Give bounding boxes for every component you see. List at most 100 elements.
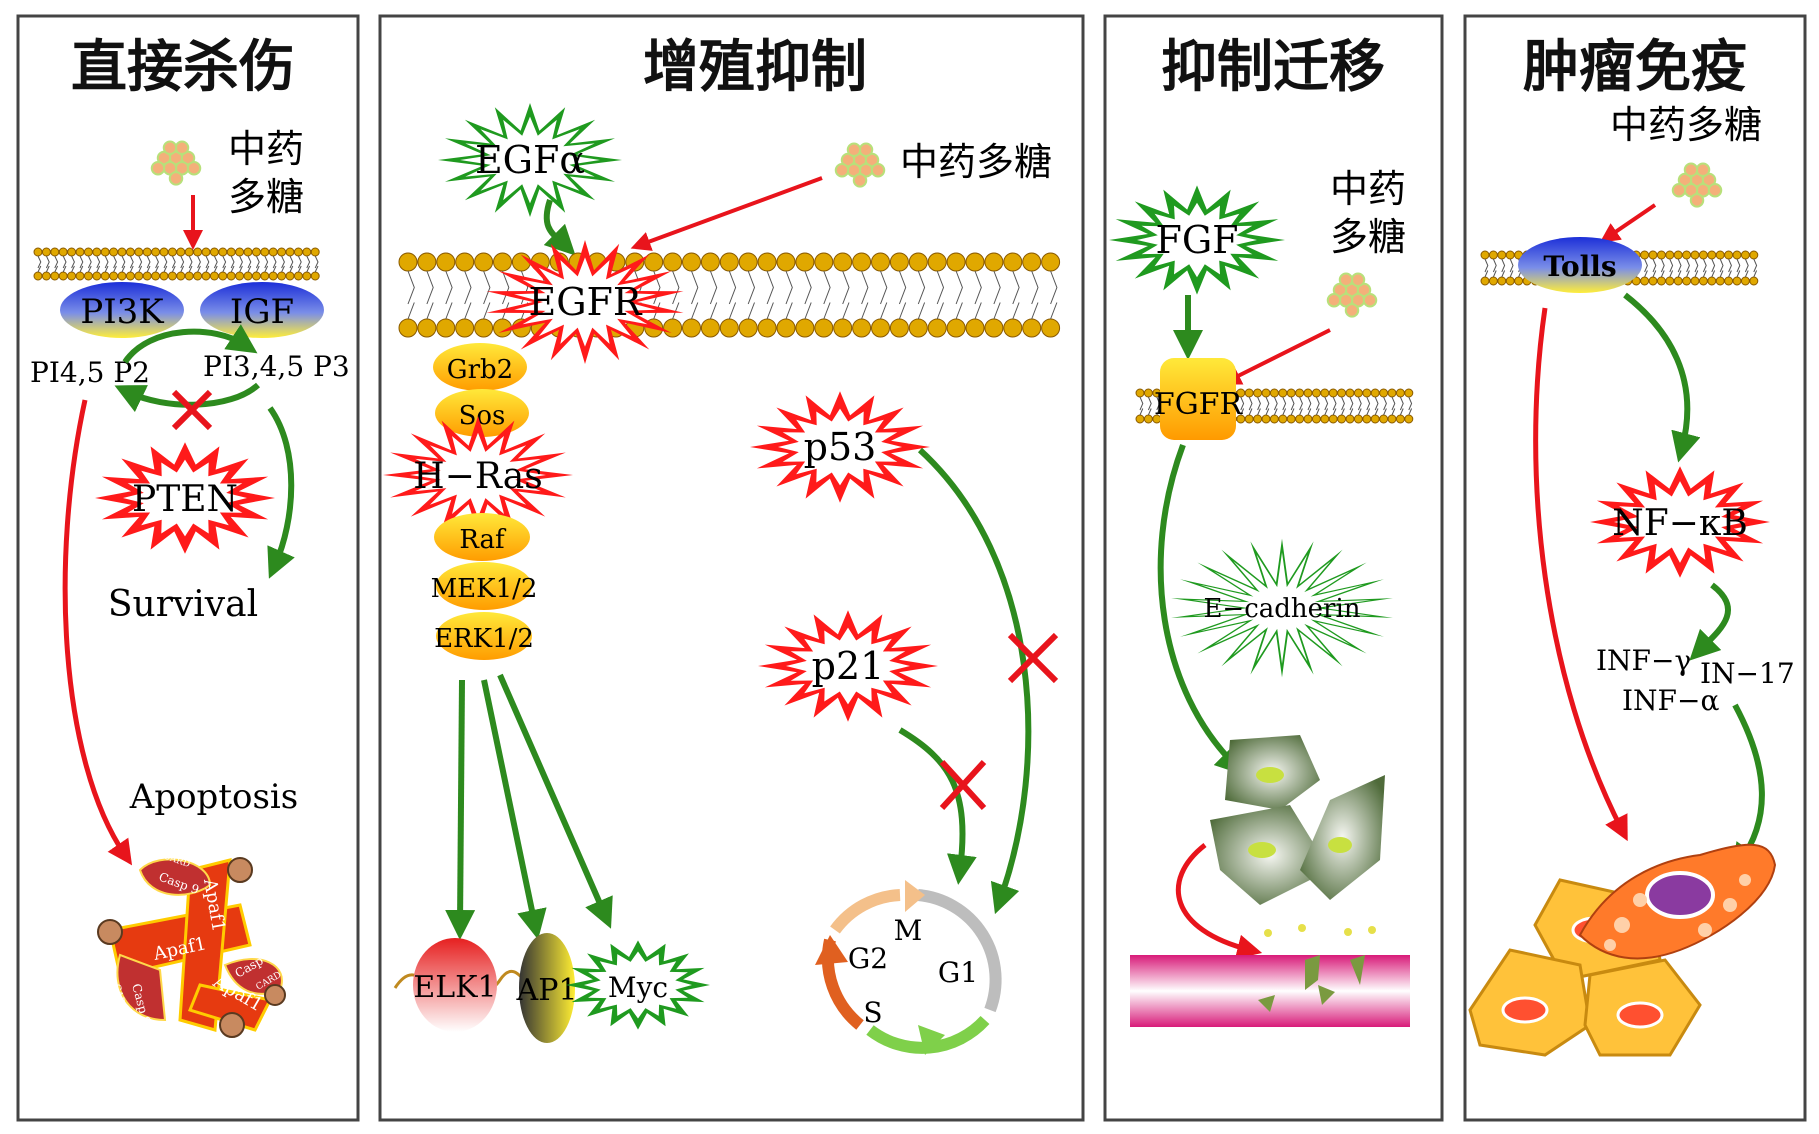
phase-g2-label: G2 xyxy=(848,942,888,975)
p2-tcm-arrow xyxy=(630,176,823,251)
erk-to-myc-arrow xyxy=(497,673,613,929)
pip2-label: PI4,5 P2 xyxy=(30,356,150,389)
cytokine-to-tumor-arrow xyxy=(1731,703,1765,875)
survival-label: Survival xyxy=(108,584,258,625)
egfr-label: EGFR xyxy=(528,280,642,324)
p2-egf-binding-arrow xyxy=(543,199,576,256)
migrating-cells-icon xyxy=(1210,735,1385,905)
infa-label: INF−α xyxy=(1622,684,1719,717)
sos-label: Sos xyxy=(459,401,506,431)
erk-oval xyxy=(436,612,532,660)
hras-label: H−Ras xyxy=(413,456,542,497)
sos-oval xyxy=(435,389,529,437)
erk-label: ERK1/2 xyxy=(434,624,534,654)
p53-inhibit-x xyxy=(1007,632,1059,684)
ap1-oval xyxy=(519,933,575,1043)
panel-2-frame xyxy=(378,14,1085,1122)
myc-star-core xyxy=(584,951,692,1019)
nfkb-star-core xyxy=(1614,481,1746,563)
p4-tcm-label: 中药多糖 xyxy=(1610,103,1762,147)
cell-cycle-icon xyxy=(815,880,1002,1055)
raf-label: Raf xyxy=(459,525,507,555)
nfkb-to-cytokine-arrow xyxy=(1689,582,1732,661)
egf-star-core xyxy=(460,116,600,204)
panel-2-title: 增殖抑制 xyxy=(643,35,867,100)
p21-label: p21 xyxy=(812,644,885,688)
p53-star-core xyxy=(778,408,902,486)
p1-survival-arrow xyxy=(267,406,295,579)
myc-label: Myc xyxy=(608,971,668,1004)
ecadherin-label: E−cadherin xyxy=(1203,594,1360,624)
pi3k-oval xyxy=(60,282,184,338)
p3-tcm-line2: 多糖 xyxy=(1330,215,1406,259)
invading-cells-icon xyxy=(1258,955,1365,1012)
p2-membrane xyxy=(398,252,1061,338)
mek-oval xyxy=(436,562,532,610)
p1-apoptosis-arrow xyxy=(62,399,133,866)
p3-polysaccharide-cluster-icon xyxy=(1326,272,1378,318)
pten-label: PTEN xyxy=(132,479,238,520)
p1-activate-arc xyxy=(122,324,258,364)
panel-2: EGFα 中药多糖 EGFR Grb2 Sos H−Ras Raf MEK1/2… xyxy=(383,103,1061,1055)
panel-1-title: 直接杀伤 xyxy=(71,35,295,100)
egf-label: EGFα xyxy=(475,138,585,182)
nfkb-label: NF−κB xyxy=(1612,503,1748,544)
elk1-label: ELK1 xyxy=(413,970,496,1005)
apoptosome-icon: Apaf1 Apaf1 Apaf1 Casp 9 Casp 9 Casp 9 C… xyxy=(97,851,286,1038)
phase-m-label: M xyxy=(894,914,923,947)
panel-1-frame xyxy=(16,14,360,1122)
fgfr-block xyxy=(1160,358,1236,440)
igf-oval xyxy=(200,282,324,338)
panel-4-title: 肿瘤免疫 xyxy=(1523,35,1747,100)
pi3k-label: PI3K xyxy=(80,292,164,332)
ap1-label: AP1 xyxy=(516,973,578,1008)
panel-4-frame xyxy=(1463,14,1807,1122)
p53-label: p53 xyxy=(804,425,877,469)
panel-3: FGF 中药 多糖 FGFR E−cadherin xyxy=(1109,167,1414,1027)
tolls-oval xyxy=(1518,237,1642,293)
vessel-particles xyxy=(1264,924,1376,937)
fgf-star-core xyxy=(1137,202,1257,278)
panel-frames xyxy=(16,14,1807,1122)
egfr-star-core xyxy=(514,257,656,347)
phase-s-label: S xyxy=(863,996,882,1029)
polysaccharide-cluster-icon xyxy=(150,140,202,186)
elk1-oval xyxy=(413,938,497,1032)
fgf-label: FGF xyxy=(1155,218,1238,262)
p3-tcm-arrow xyxy=(1221,328,1331,385)
panel-1: 中药 多糖 PI3K IGF PI4,5 P2 PI3,4,5 P3 PTEN … xyxy=(30,127,350,1038)
blood-vessel-icon xyxy=(1130,955,1410,1027)
p1-tcm-line2: 多糖 xyxy=(228,175,304,219)
p1-membrane xyxy=(33,247,320,281)
tolls-to-nfkb-arrow xyxy=(1623,292,1701,463)
panel-3-title: 抑制迁移 xyxy=(1161,35,1385,100)
cells-to-vessel-arrow xyxy=(1176,843,1263,960)
p1-tcm-line1: 中药 xyxy=(228,127,304,171)
p21-to-cycle-arrow xyxy=(898,727,977,885)
in17-label: IN−17 xyxy=(1700,657,1795,690)
pten-star-core xyxy=(123,459,247,537)
apoptosis-label: Apoptosis xyxy=(129,777,298,817)
panel-4: 中药多糖 Tolls NF−κB INF−γ IN−17 INF−α xyxy=(1468,103,1795,1057)
fgfr-to-cells-arrow xyxy=(1157,443,1246,776)
p1-inhibit-x xyxy=(171,389,213,431)
tumor-cells-icon xyxy=(1468,843,1777,1057)
erk-to-elk1-arrow xyxy=(445,679,476,940)
grb2-label: Grb2 xyxy=(447,355,513,385)
fgfr-label: FGFR xyxy=(1154,387,1244,422)
p2-polysaccharide-cluster-icon xyxy=(834,142,886,188)
raf-oval xyxy=(434,513,530,561)
grb2-oval xyxy=(433,343,527,391)
erk-to-ap1-arrow xyxy=(481,679,547,940)
phase-g1-label: G1 xyxy=(938,956,978,989)
ecadherin-star-core xyxy=(1192,552,1372,664)
igf-label: IGF xyxy=(230,292,294,332)
p21-inhibit-x xyxy=(939,759,987,811)
tolls-to-tumor-arrow xyxy=(1533,307,1628,842)
mek-label: MEK1/2 xyxy=(431,574,538,604)
p4-tcm-arrow xyxy=(1599,203,1657,243)
infg-label: INF−γ xyxy=(1596,644,1691,677)
tolls-label: Tolls xyxy=(1543,250,1616,283)
panel-3-frame xyxy=(1103,14,1444,1122)
p21-star-core xyxy=(786,627,910,705)
